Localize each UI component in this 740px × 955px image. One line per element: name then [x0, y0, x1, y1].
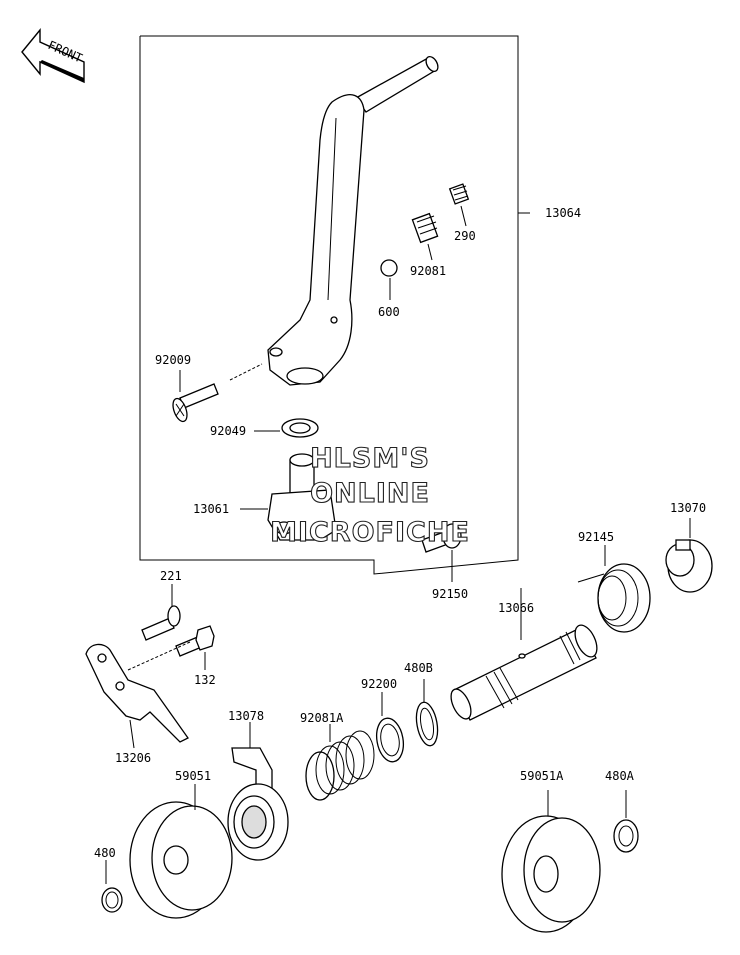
- part-480A-circlip: [613, 819, 639, 853]
- part-59051-gear: [129, 801, 233, 919]
- label-13070: 13070: [670, 501, 706, 515]
- watermark-line3: MICROFICHE: [270, 517, 470, 548]
- part-221-bolt: [141, 605, 181, 641]
- part-92081A-spring: [305, 730, 375, 801]
- part-13078-ratchet: [227, 747, 289, 861]
- label-92049: 92049: [210, 424, 246, 438]
- part-13070-collar: [665, 539, 713, 593]
- part-13206-plate: [85, 643, 189, 743]
- label-480A: 480A: [605, 769, 635, 783]
- part-59051A-gear: [501, 815, 601, 933]
- label-92081: 92081: [410, 264, 446, 278]
- label-13061: 13061: [193, 502, 229, 516]
- leader-290: [460, 205, 467, 227]
- part-92150-bolt: [421, 523, 462, 553]
- part-92200-washer: [375, 717, 405, 763]
- label-92009: 92009: [155, 353, 191, 367]
- part-480B-circlip: [415, 701, 439, 747]
- part-290-spring: [448, 183, 470, 205]
- label-92081A: 92081A: [300, 711, 344, 725]
- leader-92081: [427, 243, 433, 261]
- label-13066: 13066: [498, 601, 534, 615]
- axis-13206: [127, 641, 191, 671]
- watermark-line1: HLSM'S: [310, 443, 430, 474]
- label-290: 290: [454, 229, 476, 243]
- part-480-circlip: [101, 887, 123, 913]
- part-92009-bolt: [172, 383, 219, 423]
- label-92200: 92200: [361, 677, 397, 691]
- front-arrow-icon: FRONT: [21, 28, 85, 84]
- label-480B: 480B: [404, 661, 433, 675]
- label-92150: 92150: [432, 587, 468, 601]
- label-13206: 13206: [115, 751, 151, 765]
- label-13064: 13064: [545, 206, 581, 220]
- leader-13206: [129, 719, 135, 749]
- part-600-ball: [380, 259, 398, 277]
- part-92145-spring: [577, 563, 651, 633]
- label-480: 480: [94, 846, 116, 860]
- axis-92009: [229, 363, 263, 381]
- watermark: HLSM'S ONLINE MICROFICHE: [270, 442, 470, 548]
- label-92145: 92145: [578, 530, 614, 544]
- part-92081-spring: [411, 212, 439, 244]
- label-132: 132: [194, 673, 216, 687]
- assembly-box-13064: [139, 35, 519, 575]
- label-221: 221: [160, 569, 182, 583]
- label-59051A: 59051A: [520, 769, 564, 783]
- label-59051: 59051: [175, 769, 211, 783]
- part-13066-shaft: [450, 624, 598, 721]
- watermark-line2: ONLINE: [310, 478, 430, 509]
- kick-pedal-lever: [267, 55, 439, 386]
- label-13078: 13078: [228, 709, 264, 723]
- part-92049-washer: [281, 418, 319, 438]
- part-132-bolt: [175, 625, 215, 657]
- part-13061-boss: [267, 453, 337, 541]
- label-600: 600: [378, 305, 400, 319]
